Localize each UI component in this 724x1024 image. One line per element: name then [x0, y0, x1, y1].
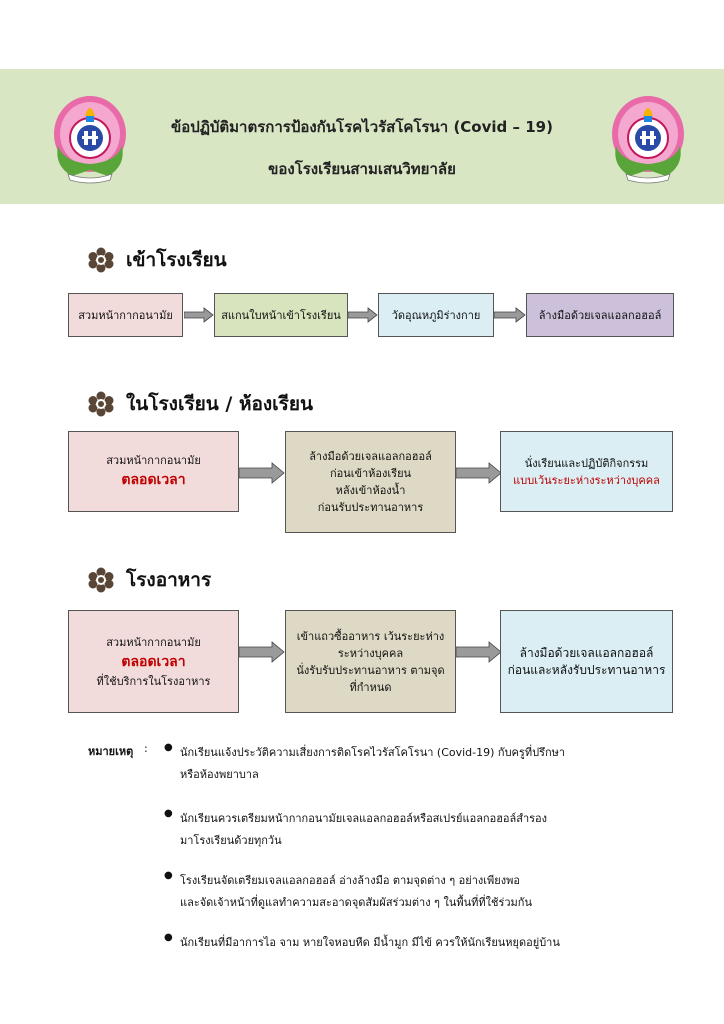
arrow-right-icon	[348, 307, 378, 323]
flow-box-mask-always: สวมหน้ากากอนามัย ตลอดเวลา	[68, 431, 239, 512]
flow-box-wear-mask: สวมหน้ากากอนามัย	[68, 293, 183, 337]
box-text: ก่อนและหลังรับประทานอาหาร	[507, 662, 666, 677]
bullet-dot-icon: ●	[164, 742, 173, 753]
flow-box-hand-gel: ล้างมือด้วยเจลแอลกอฮอล์	[526, 293, 674, 337]
box-text: นั่งรับรับประทานอาหาร ตามจุด	[296, 663, 445, 677]
school-emblem-icon	[612, 96, 684, 184]
box-text: หลังเข้าห้องน้ำ	[335, 484, 406, 497]
section-heading-school-entry: เข้าโรงเรียน	[88, 245, 227, 275]
header-title-line1: ข้อปฏิบัติมาตรการป้องกันโรคไวรัสโคโรนา (…	[171, 118, 553, 136]
note-text: โรงเรียนจัดเตรียมเจลแอลกอฮอล์ อ่างล้างมื…	[180, 874, 520, 887]
box-text: ล้างมือด้วยเจลแอลกอฮอล์	[309, 450, 432, 463]
arrow-right-icon	[456, 641, 502, 663]
bullet-dot-icon: ●	[164, 808, 173, 819]
box-text: เข้าแถวซื้ออาหาร เว้นระยะห่าง	[296, 629, 445, 643]
section-title: ในโรงเรียน / ห้องเรียน	[126, 393, 313, 415]
box-text: นั่งเรียนและปฏิบัติกิจกรรม	[524, 456, 649, 470]
bullet-dot-icon: ●	[164, 932, 173, 943]
note-text: นักเรียนที่มีอาการไอ จาม หายใจหอบหืด มีน…	[180, 936, 560, 949]
flower-icon	[88, 391, 114, 417]
box-text: ล้างมือด้วยเจลแอลกอฮอล์	[538, 308, 662, 322]
note-text: และจัดเจ้าหน้าที่ดูแลทำความสะอาดจุดสัมผั…	[180, 896, 532, 909]
section-heading-classroom: ในโรงเรียน / ห้องเรียน	[88, 389, 313, 419]
flow-box-face-scan: สแกนใบหน้าเข้าโรงเรียน	[214, 293, 348, 337]
notes-colon: :	[144, 742, 148, 755]
box-text: วัดอุณหภูมิร่างกาย	[391, 308, 481, 322]
box-text: ระหว่างบุคคล	[337, 646, 404, 660]
header-banner: ข้อปฏิบัติมาตรการป้องกันโรคไวรัสโคโรนา (…	[0, 69, 724, 204]
box-text: สวมหน้ากากอนามัย	[78, 308, 173, 322]
school-emblem-icon	[54, 96, 126, 184]
flow-box-queue-distance: เข้าแถวซื้ออาหาร เว้นระยะห่าง ระหว่างบุค…	[285, 610, 456, 713]
note-text: หรือห้องพยาบาล	[180, 768, 259, 781]
box-text: ก่อนรับประทานอาหาร	[317, 501, 424, 514]
box-text: ล้างมือด้วยเจลแอลกอฮอล์	[519, 645, 654, 660]
section-title: เข้าโรงเรียน	[126, 249, 227, 271]
box-text: สวมหน้ากากอนามัย	[106, 454, 201, 467]
flow-box-cafeteria-mask: สวมหน้ากากอนามัย ตลอดเวลา ที่ใช้บริการใน…	[68, 610, 239, 713]
header-title-line2: ของโรงเรียนสามเสนวิทยาลัย	[268, 160, 456, 178]
box-emphasis: ตลอดเวลา	[121, 472, 186, 488]
arrow-right-icon	[184, 307, 214, 323]
section-heading-cafeteria: โรงอาหาร	[88, 565, 211, 595]
arrow-right-icon	[494, 307, 526, 323]
flow-box-temperature: วัดอุณหภูมิร่างกาย	[378, 293, 494, 337]
box-emphasis: ตลอดเวลา	[121, 653, 186, 670]
box-text: ที่ใช้บริการในโรงอาหาร	[96, 674, 211, 688]
box-text: สวมหน้ากากอนามัย	[106, 635, 201, 649]
note-text: นักเรียนควรเตรียมหน้ากากอนามัยเจลแอลกอฮอ…	[180, 812, 548, 825]
arrow-right-icon	[239, 462, 285, 484]
flow-box-handwash-meals: ล้างมือด้วยเจลแอลกอฮอล์ ก่อนและหลังรับปร…	[500, 610, 673, 713]
flower-icon	[88, 247, 114, 273]
bullet-dot-icon: ●	[164, 870, 173, 881]
flower-icon	[88, 567, 114, 593]
note-text: มาโรงเรียนด้วยทุกวัน	[180, 834, 282, 847]
box-emphasis: แบบเว้นระยะห่างระหว่างบุคคล	[513, 473, 660, 487]
arrow-right-icon	[239, 641, 285, 663]
notes-label: หมายเหตุ	[88, 745, 134, 758]
box-text: ก่อนเข้าห้องเรียน	[329, 467, 412, 480]
box-text: ที่กำหนด	[349, 680, 392, 694]
box-text: สแกนใบหน้าเข้าโรงเรียน	[221, 308, 341, 322]
note-text: นักเรียนแจ้งประวัติความเสี่ยงการติดโรคไว…	[180, 746, 566, 759]
flow-box-social-distance: นั่งเรียนและปฏิบัติกิจกรรม แบบเว้นระยะห่…	[500, 431, 673, 512]
flow-box-handwash-times: ล้างมือด้วยเจลแอลกอฮอล์ ก่อนเข้าห้องเรีย…	[285, 431, 456, 533]
section-title: โรงอาหาร	[126, 569, 212, 591]
arrow-right-icon	[456, 462, 502, 484]
